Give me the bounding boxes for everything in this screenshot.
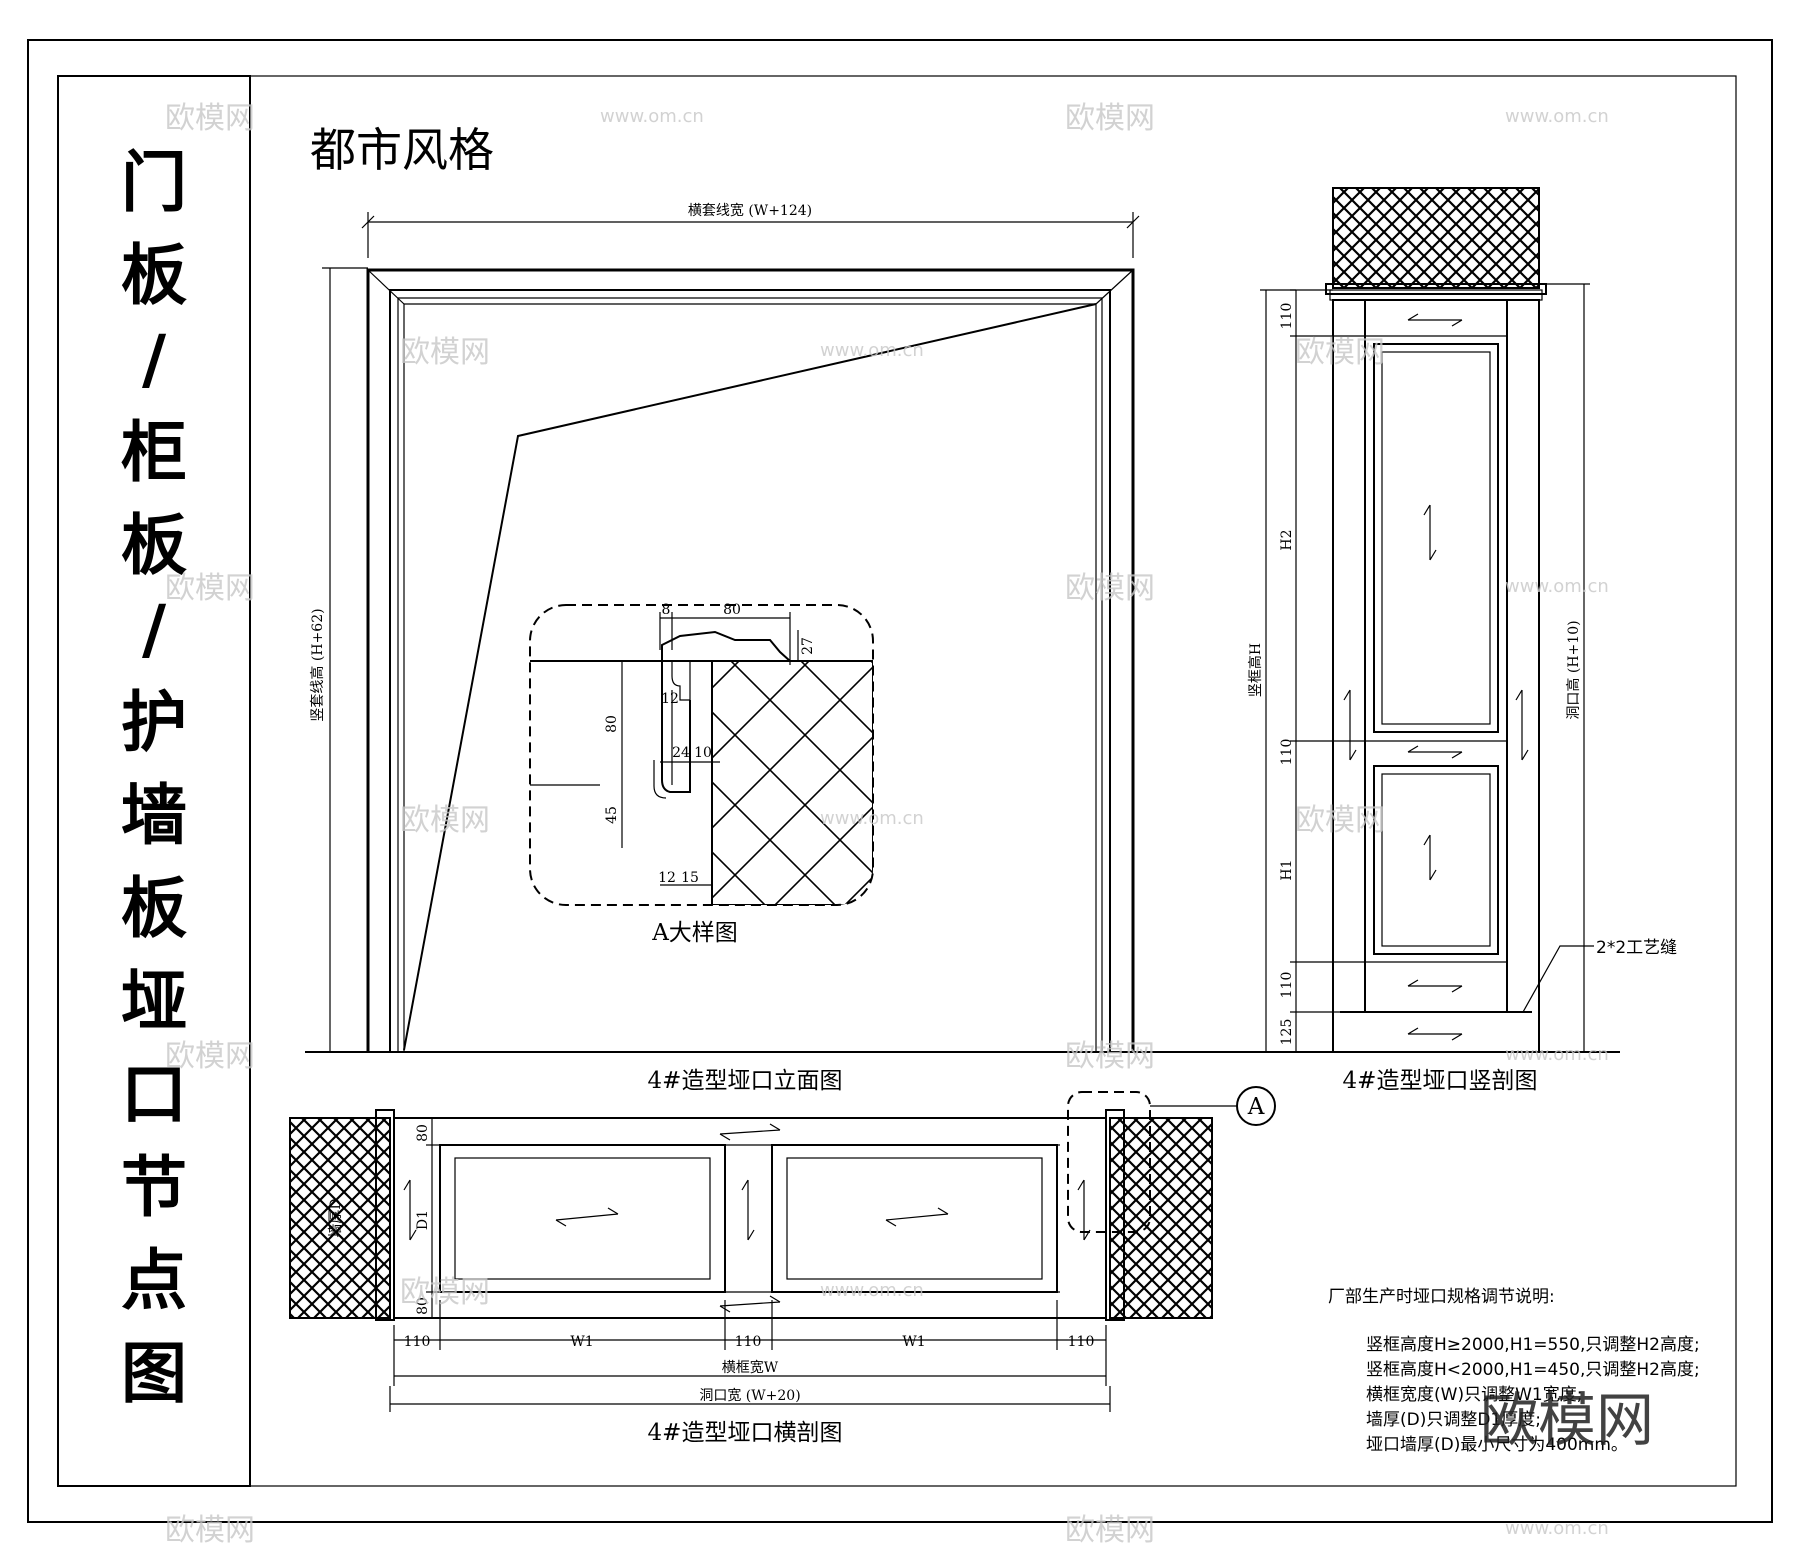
sidebar-char: 板 bbox=[121, 870, 187, 947]
notes-line: 横框宽度(W)只调整W1宽度; bbox=[1366, 1385, 1582, 1405]
sidebar-char: 图 bbox=[121, 1335, 187, 1412]
notes-line: 墙厚(D)只调整D1厚度; bbox=[1366, 1410, 1541, 1430]
watermark-url: www.om.cn bbox=[820, 340, 924, 361]
watermark-url: www.om.cn bbox=[600, 106, 704, 127]
hs-frame-width: 横框宽W bbox=[722, 1359, 779, 1376]
detail-dim-12-b: 12 bbox=[658, 870, 676, 886]
watermark-logo: 欧模网 bbox=[1295, 335, 1385, 370]
vs-gap-label: 2*2工艺缝 bbox=[1596, 938, 1677, 958]
hs-dim-bottom: 80 bbox=[415, 1297, 431, 1315]
sidebar-char: 板 bbox=[121, 507, 187, 584]
hs-seg-right: 110 bbox=[1068, 1334, 1095, 1350]
sidebar-char: 口 bbox=[121, 1056, 187, 1133]
detail-dim-80-v: 80 bbox=[604, 715, 620, 733]
hs-seg-w1-a: W1 bbox=[570, 1334, 593, 1350]
watermark-url: www.om.cn bbox=[1505, 1044, 1609, 1065]
detail-dim-8: 8 bbox=[662, 602, 671, 618]
watermark-url: www.om.cn bbox=[820, 1280, 924, 1301]
detail-dim-24: 24 bbox=[672, 745, 690, 761]
left-height-dim: 竖套线高 (H+62) bbox=[309, 608, 326, 721]
vs-frame-height: 竖框高H bbox=[1247, 643, 1264, 697]
section-marker: A bbox=[1247, 1094, 1265, 1120]
watermark-logo: 欧模网 bbox=[1065, 101, 1155, 136]
watermark-logo: 欧模网 bbox=[1295, 803, 1385, 838]
detail-a: 8 80 27 12 80 24 10 45 12 15 A大样图 bbox=[529, 602, 874, 946]
watermark-logo: 欧模网 bbox=[400, 803, 490, 838]
watermarks: 欧模网 www.om.cn 欧模网 www.om.cn 欧模网 www.om.c… bbox=[165, 101, 1609, 1548]
sidebar-title: 门 板 / 柜 板 / 护 墙 板 垭 口 节 点 图 bbox=[121, 144, 187, 1412]
sidebar-char: 垭 bbox=[121, 963, 187, 1040]
watermark-logo: 欧模网 bbox=[1065, 571, 1155, 606]
sidebar-char: 板 bbox=[121, 237, 187, 314]
vs-dim-top-rail: 110 bbox=[1279, 303, 1295, 330]
hs-seg-left: 110 bbox=[404, 1334, 431, 1350]
sidebar-char: 节 bbox=[121, 1149, 187, 1226]
vertical-section-caption: 4#造型垭口竖剖图 bbox=[1343, 1068, 1538, 1094]
detail-dim-10: 10 bbox=[694, 745, 712, 761]
watermark-url: www.om.cn bbox=[1505, 576, 1609, 597]
notes-line: 竖框高度H<2000,H1=450,只调整H2高度; bbox=[1366, 1360, 1700, 1380]
vertical-section: 110 H2 110 H1 110 125 竖框高H 洞口高 (H+10) 2*… bbox=[1247, 187, 1677, 1094]
drawing-area-border bbox=[249, 75, 1737, 1487]
watermark-logo: 欧模网 bbox=[400, 335, 490, 370]
sidebar-char: 门 bbox=[121, 144, 187, 221]
watermark-url: www.om.cn bbox=[1505, 1518, 1609, 1539]
vs-dim-bottom-rail: 110 bbox=[1279, 972, 1295, 999]
watermark-logo: 欧模网 bbox=[165, 1513, 255, 1548]
top-width-dim: 横套线宽 (W+124) bbox=[688, 202, 812, 219]
vs-dim-mid-rail: 110 bbox=[1279, 739, 1295, 766]
horizontal-section: A 80 D1 80 墙厚D 110 W1 110 W1 110 横框宽W 洞口… bbox=[289, 1086, 1276, 1446]
style-title: 都市风格 bbox=[310, 123, 494, 177]
elevation-view: 横套线宽 (W+124) 竖套线高 (H+62) 4#造型垭口立面图 bbox=[305, 202, 1620, 1094]
detail-dim-27: 27 bbox=[800, 637, 816, 655]
vs-opening-height: 洞口高 (H+10) bbox=[1565, 620, 1582, 719]
detail-caption: A大样图 bbox=[651, 920, 738, 946]
watermark-logo-large: 欧模网 bbox=[1480, 1386, 1654, 1454]
watermark-logo: 欧模网 bbox=[165, 1039, 255, 1074]
sidebar-char: / bbox=[142, 321, 167, 398]
detail-dim-80: 80 bbox=[723, 602, 741, 618]
spec-notes: 厂部生产时垭口规格调节说明: 竖框高度H≥2000,H1=550,只调整H2高度… bbox=[1328, 1287, 1700, 1455]
notes-line: 竖框高度H≥2000,H1=550,只调整H2高度; bbox=[1366, 1335, 1700, 1355]
sidebar-char: 柜 bbox=[121, 414, 187, 491]
hs-wall-thickness: 墙厚D bbox=[328, 1198, 344, 1237]
sidebar-char: 点 bbox=[121, 1242, 187, 1319]
detail-dim-45: 45 bbox=[604, 806, 620, 824]
vs-dim-h2: H2 bbox=[1279, 529, 1295, 550]
sidebar-char: 护 bbox=[121, 684, 187, 761]
horizontal-section-caption: 4#造型垭口横剖图 bbox=[648, 1420, 843, 1446]
elevation-caption: 4#造型垭口立面图 bbox=[648, 1068, 843, 1094]
sidebar-char: / bbox=[142, 591, 167, 668]
detail-dim-15: 15 bbox=[681, 870, 699, 886]
detail-dim-12: 12 bbox=[661, 691, 679, 707]
sidebar-char: 墙 bbox=[121, 777, 187, 854]
watermark-url: www.om.cn bbox=[820, 808, 924, 829]
vs-dim-base: 125 bbox=[1279, 1019, 1295, 1046]
notes-title: 厂部生产时垭口规格调节说明: bbox=[1328, 1287, 1555, 1307]
vs-dim-h1: H1 bbox=[1279, 859, 1295, 880]
watermark-logo: 欧模网 bbox=[1065, 1513, 1155, 1548]
hs-seg-w1-b: W1 bbox=[902, 1334, 925, 1350]
hs-opening-width: 洞口宽 (W+20) bbox=[699, 1387, 800, 1404]
hs-dim-d1: D1 bbox=[415, 1210, 431, 1230]
hs-dim-top: 80 bbox=[415, 1124, 431, 1142]
watermark-logo: 欧模网 bbox=[165, 101, 255, 136]
watermark-logo: 欧模网 bbox=[400, 1275, 490, 1310]
watermark-logo: 欧模网 bbox=[165, 571, 255, 606]
watermark-logo: 欧模网 bbox=[1065, 1039, 1155, 1074]
hs-seg-mid: 110 bbox=[735, 1334, 762, 1350]
watermark-url: www.om.cn bbox=[1505, 106, 1609, 127]
notes-line: 垭口墙厚(D)最小尺寸为400mm。 bbox=[1366, 1435, 1628, 1455]
outer-border bbox=[27, 39, 1773, 1523]
